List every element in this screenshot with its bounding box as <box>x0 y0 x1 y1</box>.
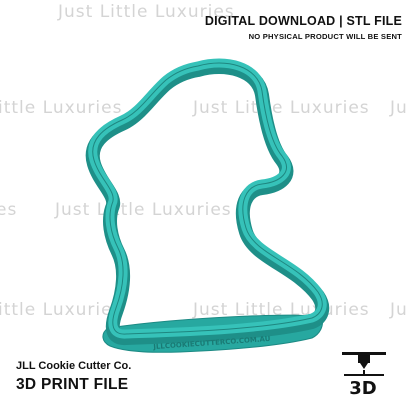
print-file-label: 3D PRINT FILE <box>16 376 129 393</box>
download-title: DIGITAL DOWNLOAD | STL FILE <box>204 14 402 28</box>
company-name: JLL Cookie Cutter Co. <box>16 360 132 372</box>
watermark-text: ittle Luxuries <box>0 98 123 118</box>
watermark-text: ittle Luxuries <box>0 300 123 320</box>
watermark-text: Just Little Luxuries <box>55 200 232 220</box>
watermark-text: Just Little Luxuries <box>193 98 370 118</box>
watermark-text: Ju <box>390 300 408 320</box>
3d-printer-icon <box>342 352 386 376</box>
watermark-text: es <box>0 200 18 220</box>
watermark-text: Ju <box>390 98 408 118</box>
download-subtitle: NO PHYSICAL PRODUCT WILL BE SENT <box>248 32 402 41</box>
brand-block: JLL Cookie Cutter Co. 3D PRINT FILE <box>16 360 131 394</box>
watermark-text: Just Little Luxuries <box>58 2 235 22</box>
3d-label: 3D <box>349 378 377 399</box>
header: DIGITAL DOWNLOAD | STL FILE NO PHYSICAL … <box>205 14 402 41</box>
